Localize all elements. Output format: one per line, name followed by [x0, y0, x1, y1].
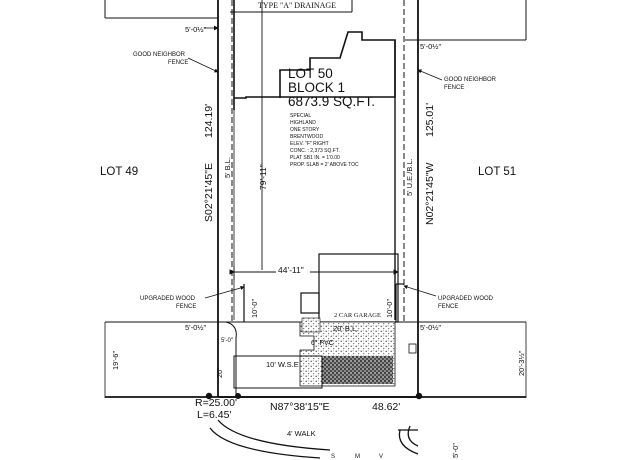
setback-top-right: 5'-0½": [420, 42, 442, 51]
curve-radius: R=25.00': [195, 397, 237, 409]
setback-mid-right: 5'-0½": [420, 323, 442, 332]
lot-note: CONC. : 2,373 SQ.FT.: [290, 148, 340, 154]
curb-curve-left: [225, 321, 237, 396]
east-length: 125.01': [424, 103, 436, 137]
east-bl-label: 5' U.E./B.L.: [405, 158, 414, 196]
bl-20-label: 20' B.L.: [333, 324, 358, 333]
lot-49-label: LOT 49: [100, 166, 138, 178]
svg-text:UPGRADED WOOD: UPGRADED WOOD: [140, 296, 196, 302]
water-sewer-easement: [233, 355, 323, 389]
svg-text:FENCE: FENCE: [176, 304, 196, 310]
corner-monument-right: [415, 392, 423, 400]
lot-note: ELEV. "F" RIGHT: [290, 141, 329, 147]
west-bl-label: 5' B.L.: [223, 157, 232, 178]
ten-left-label: 10'-0": [250, 299, 259, 318]
svg-text:FENCE: FENCE: [168, 60, 188, 66]
corner-monument-mid: [235, 393, 241, 399]
building-setback-lines: [231, 0, 405, 322]
east-bearing: N02°21'45"W: [424, 162, 436, 225]
width-dimension: [229, 266, 399, 280]
svg-text:FENCE: FENCE: [438, 304, 458, 310]
meter-box: [408, 343, 417, 354]
lot-note: SPECIAL: [290, 113, 311, 119]
setback-mid-left: 5'-0½": [185, 323, 207, 332]
lot-note: ONE STORY: [290, 127, 320, 133]
right-20-label: 20'-3½": [517, 350, 526, 376]
driveway-dense-area: [322, 356, 393, 384]
lot-note: HIGHLAND: [290, 120, 316, 126]
ruler-letter: M: [355, 454, 360, 460]
depth-dimension-label: 79'-11": [258, 164, 268, 190]
lot-51-label: LOT 51: [478, 166, 516, 178]
ruler-letter: S: [331, 454, 335, 460]
garage-label: 2 CAR GARAGE: [334, 312, 381, 319]
lot-notes: SPECIAL HIGHLAND ONE STORY BRENTWOOD ELE…: [290, 113, 359, 168]
twenty-left-label: 20': [215, 368, 224, 378]
lot-note: BRENTWOOD: [290, 134, 323, 140]
svg-text:UPGRADED WOOD: UPGRADED WOOD: [438, 296, 494, 302]
pvc-label: 6" PVC: [311, 340, 334, 347]
lot-note: PROP. SLAB = 2' ABOVE TOC: [290, 162, 359, 168]
front-fence-lines: [243, 283, 404, 322]
sidewalk-patch: [301, 317, 321, 333]
upgraded-fence-right: UPGRADED WOOD FENCE: [438, 296, 494, 310]
lot-area: 6873.9 SQ.FT.: [288, 94, 375, 109]
lot-note: PLAT SB1 IN. = 1'0.00: [290, 155, 340, 161]
corner-monument-left: [205, 392, 213, 400]
lot-block: BLOCK 1: [288, 80, 345, 95]
ten-right-label: 10'-0": [385, 299, 394, 318]
sidewalk-curves: [209, 419, 419, 459]
upgraded-fence-left: UPGRADED WOOD FENCE: [140, 296, 196, 310]
wse-label: 10' W.S.E: [266, 360, 299, 369]
setback-top-left: 5'-0½": [185, 25, 207, 34]
ruler-letter: V: [379, 454, 383, 460]
lot-title: LOT 50: [288, 66, 333, 81]
svg-text:FENCE: FENCE: [444, 85, 464, 91]
curve-length: L=6.45': [197, 409, 231, 421]
west-length: 124.19': [203, 104, 215, 138]
width-dimension-label: 44'-11": [278, 265, 304, 275]
bl-small-left: 5'-0": [221, 338, 233, 344]
walk-label: 4' WALK: [287, 429, 316, 438]
drainage-label: TYPE "A" DRAINAGE: [258, 1, 336, 10]
bottom-right-dim: 5'-0": [451, 443, 460, 458]
svg-text:GOOD NEIGHBOR: GOOD NEIGHBOR: [133, 52, 186, 58]
front-length: 48.62': [372, 401, 400, 413]
front-bearing: N87°38'15"E: [270, 401, 330, 413]
good-neighbor-fence-left: GOOD NEIGHBOR FENCE: [133, 52, 188, 66]
porch-box: [300, 292, 320, 314]
svg-text:GOOD NEIGHBOR: GOOD NEIGHBOR: [444, 77, 497, 83]
good-neighbor-fence-right: GOOD NEIGHBOR FENCE: [444, 77, 497, 91]
left-19-label: 19'-6": [111, 351, 120, 370]
west-bearing: S02°21'45"E: [203, 163, 215, 222]
